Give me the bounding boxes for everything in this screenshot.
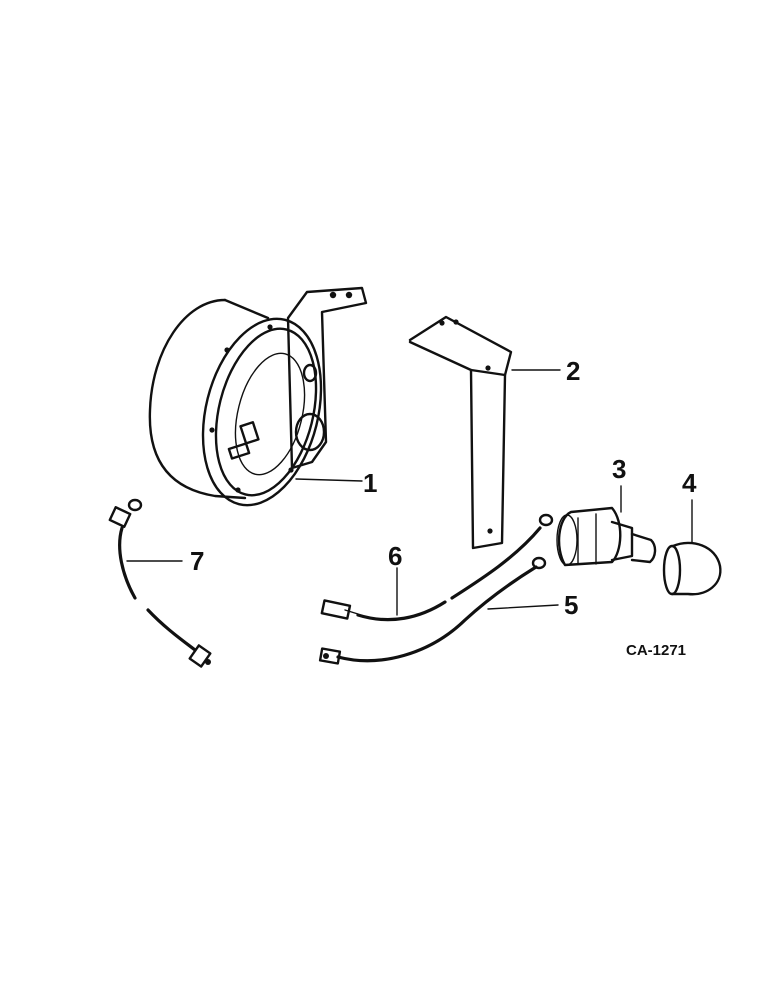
callout-1: 1	[363, 468, 377, 498]
horn-terminal	[239, 421, 260, 445]
callout-7: 7	[190, 546, 204, 576]
horn-mounting-bracket	[286, 286, 368, 470]
callout-4: 4	[682, 468, 697, 498]
wire-lead-5	[318, 556, 559, 665]
l-bracket	[408, 315, 561, 550]
horn-face-outer-rim	[201, 317, 323, 507]
callout-2: 2	[566, 356, 580, 386]
horn-body	[148, 298, 247, 500]
callout-5: 5	[564, 590, 578, 620]
horn-assembly	[148, 286, 368, 507]
callout-6: 6	[388, 541, 402, 571]
ground-wire-7	[108, 498, 212, 668]
button-cap	[662, 499, 722, 596]
leader-line-5	[487, 604, 559, 610]
reference-code: CA-1271	[626, 642, 686, 659]
horn-face-inner-rim	[214, 327, 318, 497]
wire-lead-6	[320, 513, 554, 622]
horn-button-switch	[556, 485, 657, 567]
leader-line-1	[295, 478, 363, 482]
callout-3: 3	[612, 454, 626, 484]
